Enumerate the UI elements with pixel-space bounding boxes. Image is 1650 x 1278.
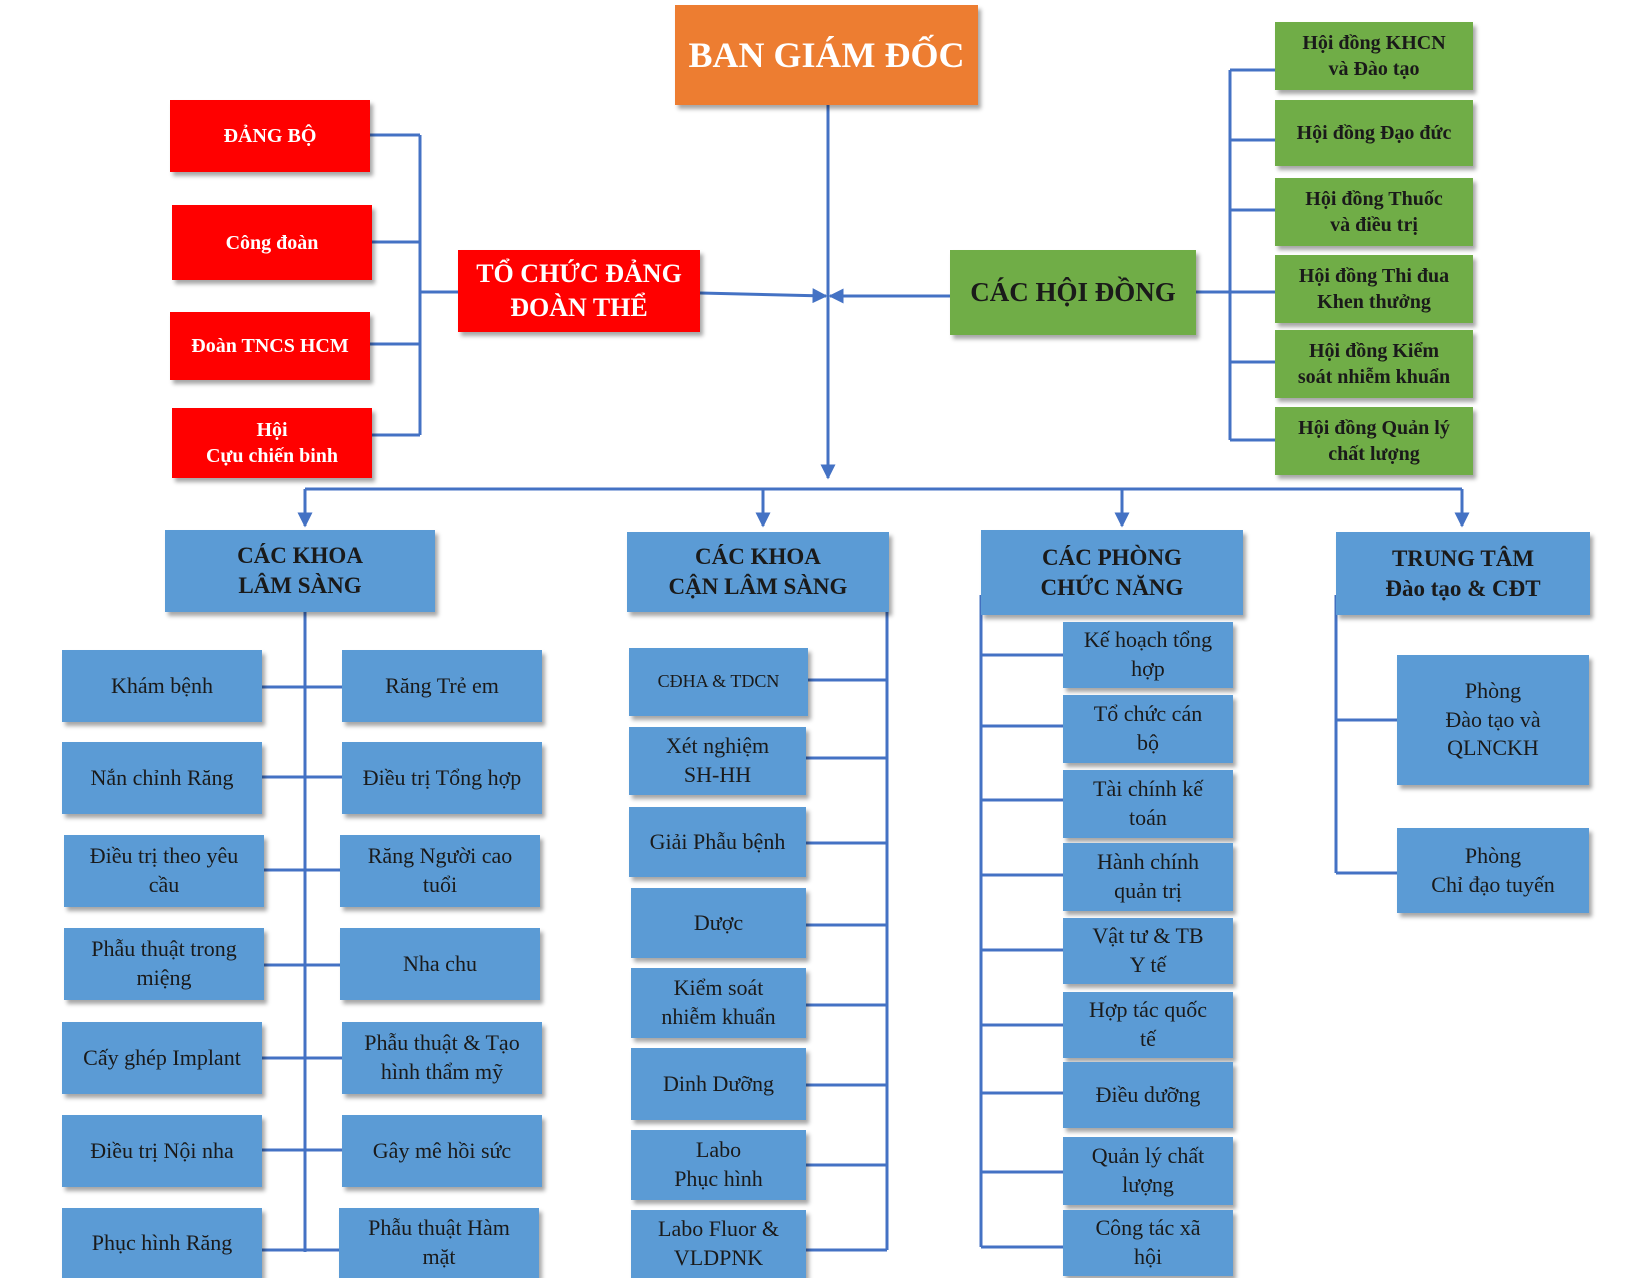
paraclinical-dept: Labo Phục hình [631, 1130, 806, 1200]
functional-dept: Kế hoạch tổng hợp [1063, 622, 1233, 688]
paraclinical-dept: Giải Phẫu bệnh [629, 807, 806, 877]
functional-dept: Hợp tác quốc tế [1063, 992, 1233, 1058]
party-item-cong-doan: Công đoàn [172, 205, 372, 280]
training-dept: Phòng Đào tạo và QLNCKH [1397, 655, 1589, 785]
paraclinical-dept: Dinh Dưỡng [631, 1048, 806, 1120]
clinical-dept: Phẫu thuật Hàm mặt [339, 1208, 539, 1278]
council-item: Hội đồng Kiểm soát nhiễm khuẩn [1275, 330, 1473, 398]
functional-dept: Điều dưỡng [1063, 1062, 1233, 1128]
party-item-cuu-chien-binh: Hội Cựu chiến binh [172, 408, 372, 478]
clinical-dept: Nắn chỉnh Răng [62, 742, 262, 814]
paraclinical-dept: CĐHA & TDCN [629, 648, 808, 716]
clinical-dept: Điều trị Nội nha [62, 1115, 262, 1187]
clinical-dept: Răng Người cao tuổi [340, 835, 540, 907]
clinical-dept: Khám bệnh [62, 650, 262, 722]
training-header: TRUNG TÂM Đào tạo & CĐT [1336, 532, 1590, 615]
functional-dept: Tổ chức cán bộ [1063, 695, 1233, 763]
clinical-dept: Răng Trẻ em [342, 650, 542, 722]
clinical-dept: Điều trị Tổng hợp [342, 742, 542, 814]
clinical-dept: Phẫu thuật trong miệng [64, 928, 264, 1000]
functional-dept: Hành chính quản trị [1063, 843, 1233, 911]
party-item-dang-bo: ĐẢNG BỘ [170, 100, 370, 172]
functional-dept: Quản lý chất lượng [1063, 1137, 1233, 1205]
councils-box: CÁC HỘI ĐỒNG [950, 250, 1196, 335]
party-item-doan-tncs: Đoàn TNCS HCM [170, 312, 370, 380]
functional-header: CÁC PHÒNG CHỨC NĂNG [981, 530, 1243, 615]
director-box: BAN GIÁM ĐỐC [675, 5, 978, 105]
clinical-dept: Phục hình Răng [62, 1208, 262, 1278]
council-item: Hội đồng Quản lý chất lượng [1275, 407, 1473, 475]
council-item: Hội đồng KHCN và Đào tạo [1275, 22, 1473, 90]
clinical-dept: Nha chu [340, 928, 540, 1000]
clinical-dept: Phẫu thuật & Tạo hình thẩm mỹ [342, 1022, 542, 1094]
council-item: Hội đồng Thuốc và điều trị [1275, 178, 1473, 246]
clinical-dept: Cấy ghép Implant [62, 1022, 262, 1094]
clinical-header: CÁC KHOA LÂM SÀNG [165, 530, 435, 612]
clinical-dept: Gây mê hồi sức [342, 1115, 542, 1187]
paraclinical-dept: Dược [631, 888, 806, 958]
functional-dept: Vật tư & TB Y tế [1063, 918, 1233, 984]
party-unions-box: TỔ CHỨC ĐẢNG ĐOÀN THỂ [458, 250, 700, 332]
paraclinical-dept: Xét nghiệm SH-HH [629, 727, 806, 795]
paraclinical-dept: Kiểm soát nhiễm khuẩn [631, 968, 806, 1038]
functional-dept: Tài chính kế toán [1063, 770, 1233, 838]
functional-dept: Công tác xã hội [1063, 1210, 1233, 1276]
training-dept: Phòng Chỉ đạo tuyến [1397, 828, 1589, 913]
paraclinical-header: CÁC KHOA CẬN LÂM SÀNG [627, 532, 889, 612]
council-item: Hội đồng Thi đua Khen thưởng [1275, 255, 1473, 323]
paraclinical-dept: Labo Fluor & VLDPNK [631, 1210, 806, 1278]
council-item: Hội đồng Đạo đức [1275, 100, 1473, 166]
clinical-dept: Điều trị theo yêu cầu [64, 835, 264, 907]
